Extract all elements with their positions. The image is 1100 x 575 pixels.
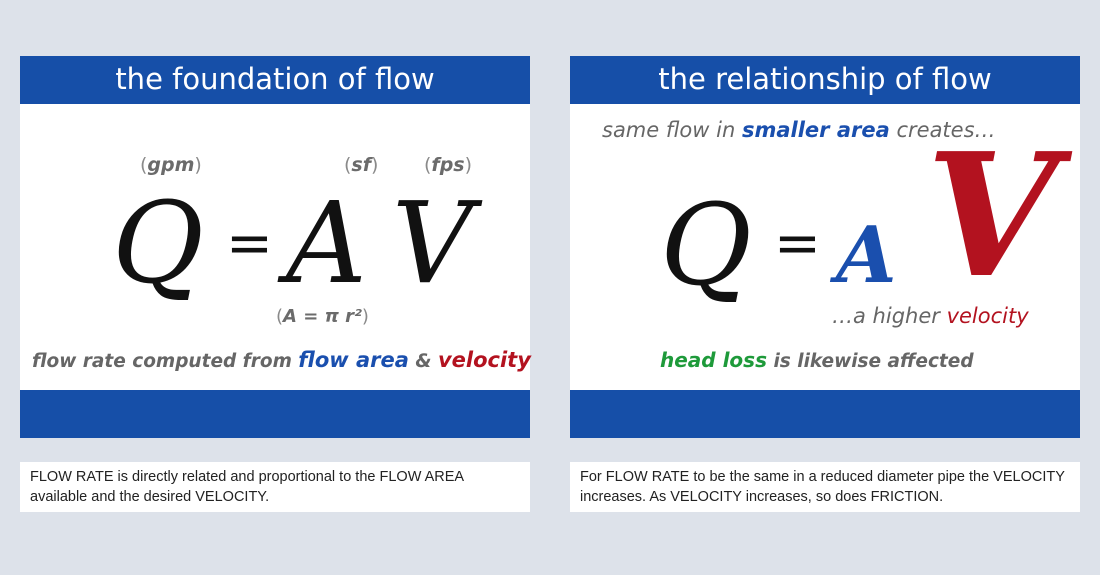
left-caption: flow rate computed from flow area & velo… bbox=[32, 348, 531, 372]
unit-sf-text: sf bbox=[351, 154, 371, 176]
foundation-card: the foundation of flow (gpm) (sf) (fps) … bbox=[20, 56, 531, 438]
equation-v: V bbox=[392, 179, 473, 309]
area-formula-text: A = π r² bbox=[283, 306, 362, 327]
top-line-area: smaller area bbox=[741, 118, 890, 142]
right-top-line: same flow in smaller area creates… bbox=[602, 118, 996, 142]
right-result-line: …a higher velocity bbox=[832, 304, 1029, 328]
card-title: the relationship of flow bbox=[570, 56, 1080, 104]
caption-flow-area: flow area bbox=[298, 348, 409, 372]
equation-q: Q bbox=[660, 181, 752, 311]
unit-gpm-text: gpm bbox=[147, 154, 195, 176]
card-title: the foundation of flow bbox=[20, 56, 530, 104]
headloss-line: head loss is likewise affected bbox=[660, 348, 974, 372]
right-description: For FLOW RATE to be the same in a reduce… bbox=[570, 462, 1080, 512]
card-footer-bar bbox=[20, 390, 530, 438]
caption-velocity: velocity bbox=[437, 348, 531, 372]
card-footer-bar bbox=[570, 390, 1080, 438]
caption-start: flow rate computed from bbox=[32, 351, 292, 372]
equation-q: Q bbox=[112, 179, 204, 309]
caption-amp: & bbox=[415, 351, 432, 372]
equation-equals: = bbox=[226, 211, 273, 276]
top-line-end: creates… bbox=[896, 118, 996, 142]
unit-gpm: (gpm) bbox=[140, 154, 202, 176]
unit-sf: (sf) bbox=[344, 154, 379, 176]
area-formula: (A = π r²) bbox=[276, 306, 369, 327]
unit-fps: (fps) bbox=[424, 154, 473, 176]
equation-large-v: V bbox=[926, 116, 1058, 316]
headloss-label: head loss bbox=[660, 348, 767, 372]
equation-equals: = bbox=[774, 211, 821, 276]
equation-a: A bbox=[286, 179, 367, 309]
unit-fps-text: fps bbox=[431, 154, 465, 176]
headloss-rest: is likewise affected bbox=[773, 351, 974, 372]
equation-small-a: A bbox=[836, 210, 897, 301]
top-line-start: same flow in bbox=[602, 118, 736, 142]
relationship-card: the relationship of flow same flow in sm… bbox=[570, 56, 1080, 438]
left-description: FLOW RATE is directly related and propor… bbox=[20, 462, 530, 512]
result-velocity: velocity bbox=[946, 304, 1029, 328]
result-start: …a higher bbox=[832, 304, 940, 328]
